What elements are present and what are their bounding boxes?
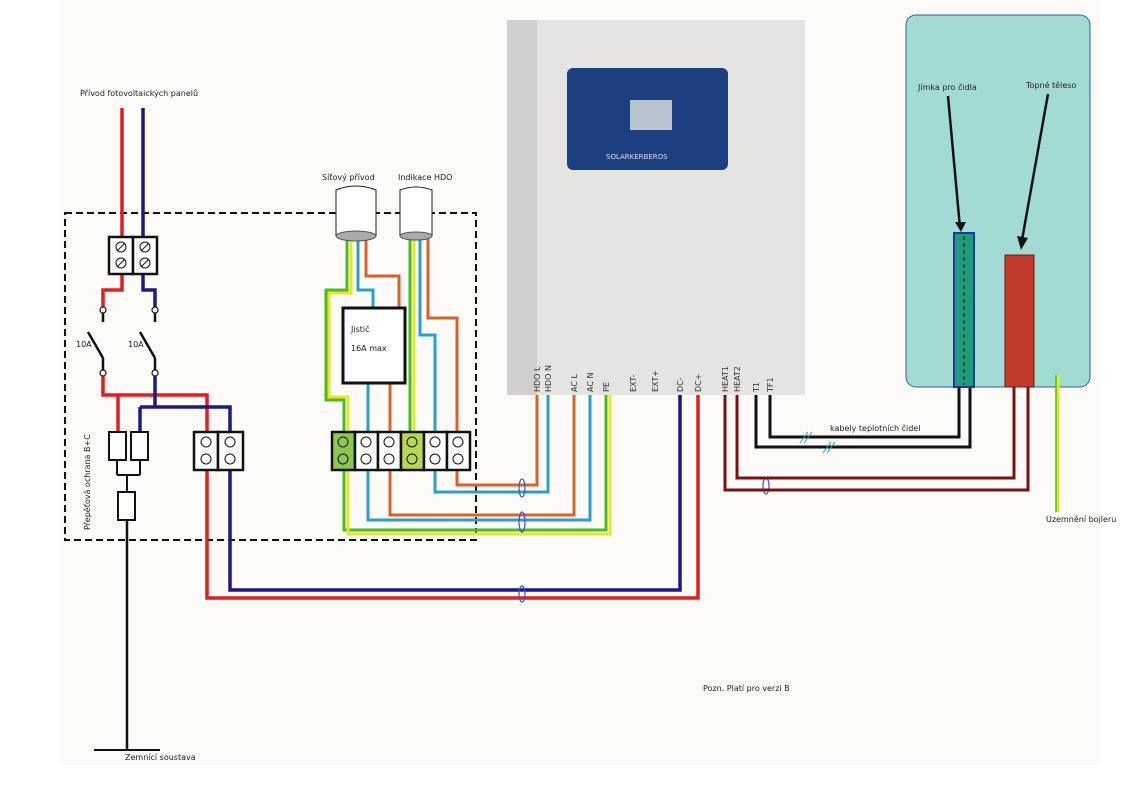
terminal-label: PE [602,382,611,392]
hdo-cable [399,186,433,241]
dc-terminal-block [192,430,245,472]
surge-protection-label: Přepěťová ochrana B+C [83,434,92,530]
pv-wires [101,108,700,600]
sensor-wires [754,387,972,449]
boiler-ground-label: Uzemnění bojleru [1046,515,1116,524]
sensor-cables-label: kabely teplotních čidel [830,423,920,433]
hdo-indication-label: Indikace HDO [398,173,452,182]
lcd-screen [630,100,672,130]
ac-terminal-row [330,430,472,472]
heating-element [1004,254,1035,388]
fuse-left-label: 10A [76,340,92,349]
boiler: Jímka pro čidla Topné těleso [905,14,1091,388]
breaker: Jistič 16A max [341,306,407,385]
break-marks [799,431,836,454]
terminal-label: HEAT1 [721,366,730,392]
surge-protector [94,431,160,751]
terminal-label: AC L [570,374,579,392]
controller-brand: SOLARKERBEROS [606,153,668,161]
terminal-label: EXT- [629,374,638,392]
terminal-label: HEAT2 [733,366,742,392]
pv-terminal-block [107,235,159,276]
terminal-label: HDO L [533,366,542,392]
breaker-title: Jistič [350,324,370,334]
terminal-label: HDO N [544,365,553,392]
terminal-label: TF1 [766,377,775,393]
cable-ties [518,477,770,603]
mains-input-label: Síťový přívod [322,173,375,182]
controller-unit: SOLARKERBEROS [507,20,805,395]
heating-element-label: Topné těleso [1025,80,1076,90]
fuse-switches [86,306,159,377]
sensor-well-label: Jímka pro čidla [917,82,977,92]
grounding-system-label: Zemnící soustava [125,753,196,762]
mains-cable [335,185,377,242]
pv-input-label: Přívod fotovoltaických panelů [80,88,198,98]
terminal-label: DC+ [694,374,703,392]
terminal-label: T1 [752,382,761,393]
terminal-label: EXT+ [651,370,660,392]
heater-wires [723,387,1030,492]
terminal-label: AC N [586,373,595,392]
distribution-box-outline [64,212,477,541]
terminal-label: DC- [676,377,685,392]
fuse-right-label: 10A [128,340,144,349]
breaker-rating: 16A max [351,344,387,353]
version-note: Pozn. Platí pro verzi B [703,684,790,693]
ac-wires [324,237,612,536]
